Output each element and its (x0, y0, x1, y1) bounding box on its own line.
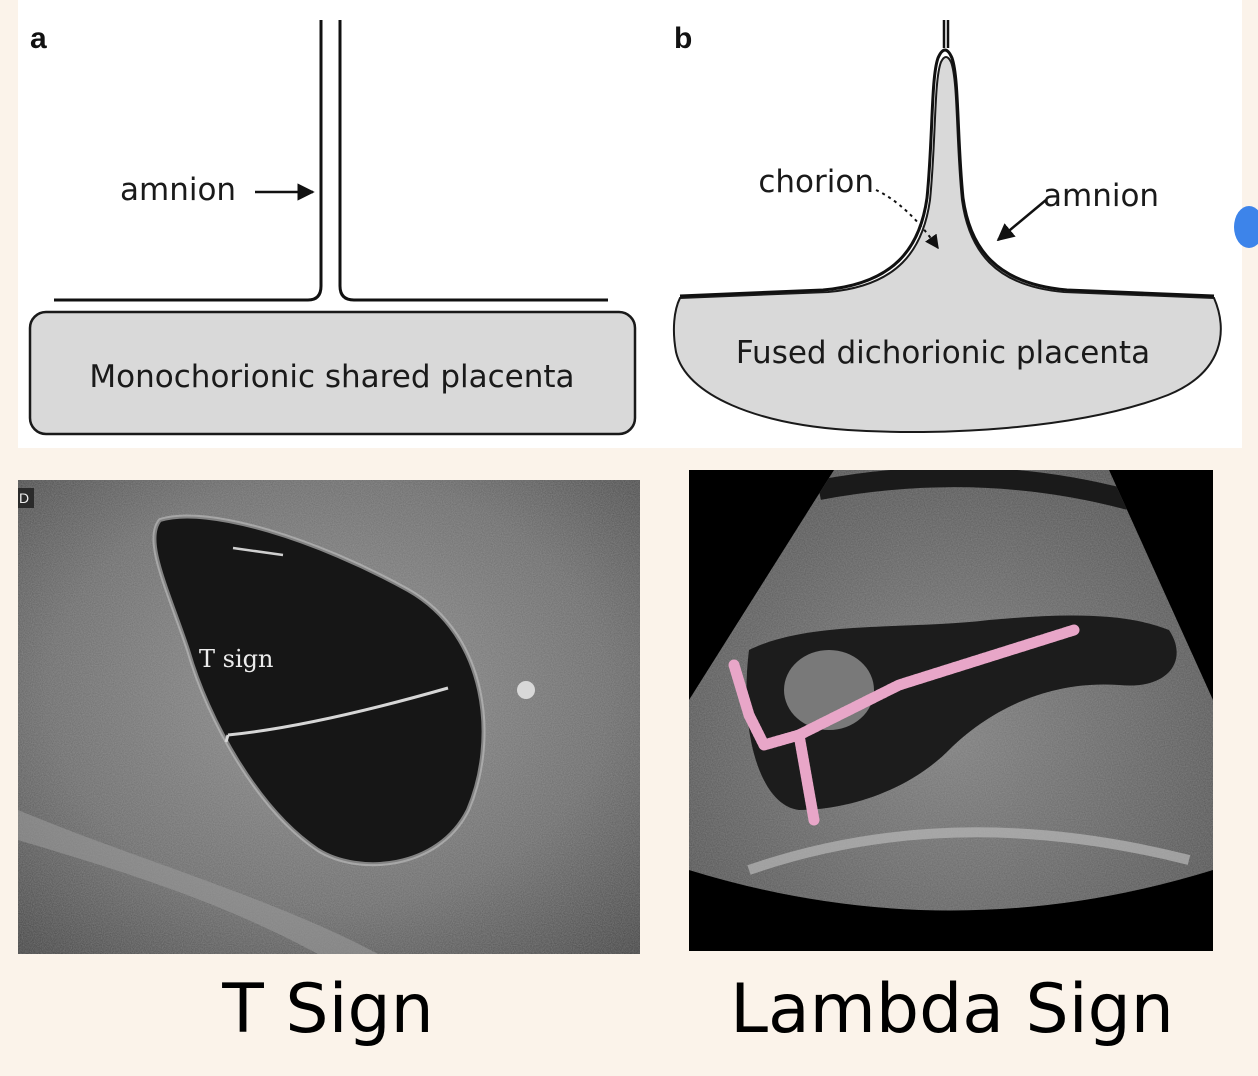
ultrasound-lambda-sign-svg (689, 470, 1213, 911)
monochorionic-placenta-shape (28, 310, 637, 436)
ultrasound-lambda-sign-image (689, 470, 1213, 951)
membrane-stem (942, 20, 950, 48)
panel-letter-a: a (30, 22, 47, 55)
amnion-arrow-b (996, 199, 1047, 242)
amnion-line-right (338, 20, 608, 302)
chorion-arrow (875, 189, 939, 250)
scroll-indicator-dot[interactable] (1234, 206, 1258, 248)
placentation-diagrams: a Monochorionic shared placenta amnion b… (28, 20, 1222, 436)
monochorionic-placenta-label: Monochorionic shared placenta (89, 359, 574, 395)
corner-mark: D (19, 490, 29, 506)
lambda-sign-caption: Lambda Sign (730, 970, 1174, 1049)
amnion-line-left (54, 20, 323, 302)
dichorionic-placenta-shape (672, 56, 1222, 434)
chorion-label: chorion (758, 164, 874, 200)
diagram-b: b chorion amnion Fused dichorionic place… (672, 20, 1222, 434)
lambda-highlight-stroke (793, 624, 1080, 826)
ultrasound-t-sign-image: T sign D (18, 480, 640, 954)
diagram-a: a Monochorionic shared placenta amnion (28, 20, 637, 436)
lambda-highlight-fork (728, 659, 805, 751)
ultrasound-t-sign-svg: T sign D (18, 480, 640, 954)
gestational-sac (152, 514, 486, 867)
panel-letter-b: b (674, 22, 692, 55)
dichorionic-placenta-label: Fused dichorionic placenta (736, 335, 1150, 371)
amnion-label-a: amnion (120, 172, 236, 208)
diagram-panel: a Monochorionic shared placenta amnion b… (18, 0, 1242, 448)
t-sign-overlay-label: T sign (199, 645, 273, 673)
amnion-label-b: amnion (1043, 178, 1159, 214)
t-sign-caption: T Sign (222, 970, 434, 1049)
t-sign-membrane (227, 686, 449, 737)
amnion-outer-line (679, 48, 1215, 298)
